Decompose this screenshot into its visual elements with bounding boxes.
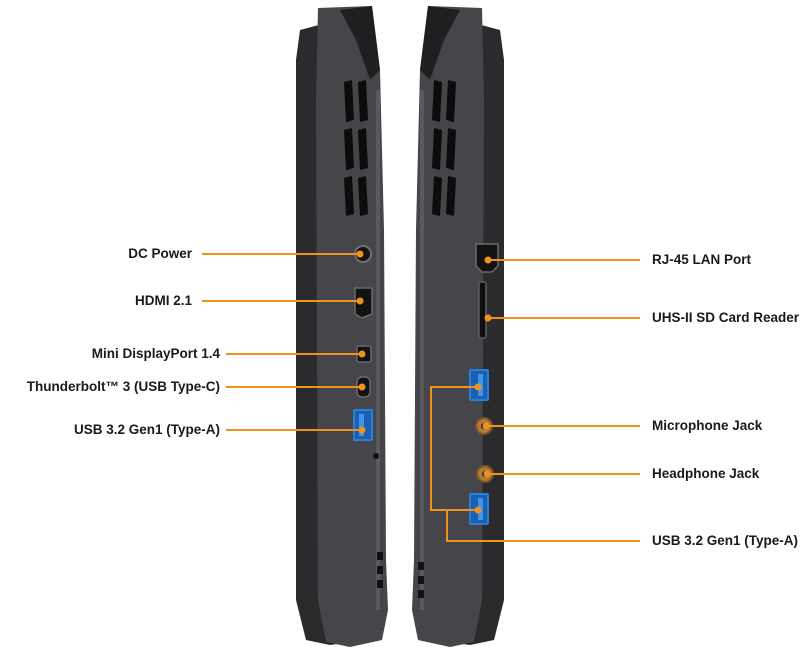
callout-dots xyxy=(356,250,492,514)
right-side-laptop-profile xyxy=(412,6,504,647)
label-right-usb: USB 3.2 Gen1 (Type-A) xyxy=(652,533,799,548)
label-mic: Microphone Jack xyxy=(652,418,763,433)
sd-card-reader-slot xyxy=(478,281,487,339)
left-chassis-side-face xyxy=(316,6,388,647)
callout-lines xyxy=(202,253,640,542)
left-bottom-vents xyxy=(377,552,383,588)
label-dc-power: DC Power xyxy=(128,246,192,261)
hdmi-port xyxy=(354,287,373,319)
right-chassis-front-bevel xyxy=(420,6,460,80)
label-thunderbolt: Thunderbolt™ 3 (USB Type-C) xyxy=(26,379,220,394)
right-vent-grille xyxy=(432,80,456,216)
left-lock-slot xyxy=(373,453,379,459)
callout-right-usb-lower xyxy=(446,509,640,542)
label-sd-reader: UHS-II SD Card Reader xyxy=(652,310,800,325)
label-rj45: RJ-45 LAN Port xyxy=(652,252,752,267)
left-chassis-front-bevel xyxy=(340,6,380,80)
label-headphone: Headphone Jack xyxy=(652,466,760,481)
left-usb-a-port-tongue xyxy=(359,414,364,436)
left-side-laptop-profile xyxy=(296,6,388,647)
label-hdmi: HDMI 2.1 xyxy=(134,293,192,308)
callout-right-usb-upper xyxy=(430,386,476,511)
right-chassis-edge-highlight xyxy=(420,90,424,610)
left-vent-grille xyxy=(344,80,368,216)
right-bottom-vents xyxy=(418,562,424,598)
left-chassis-edge-highlight xyxy=(376,90,380,610)
label-left-usb: USB 3.2 Gen1 (Type-A) xyxy=(73,422,220,437)
label-mini-displayport: Mini DisplayPort 1.4 xyxy=(91,346,220,361)
